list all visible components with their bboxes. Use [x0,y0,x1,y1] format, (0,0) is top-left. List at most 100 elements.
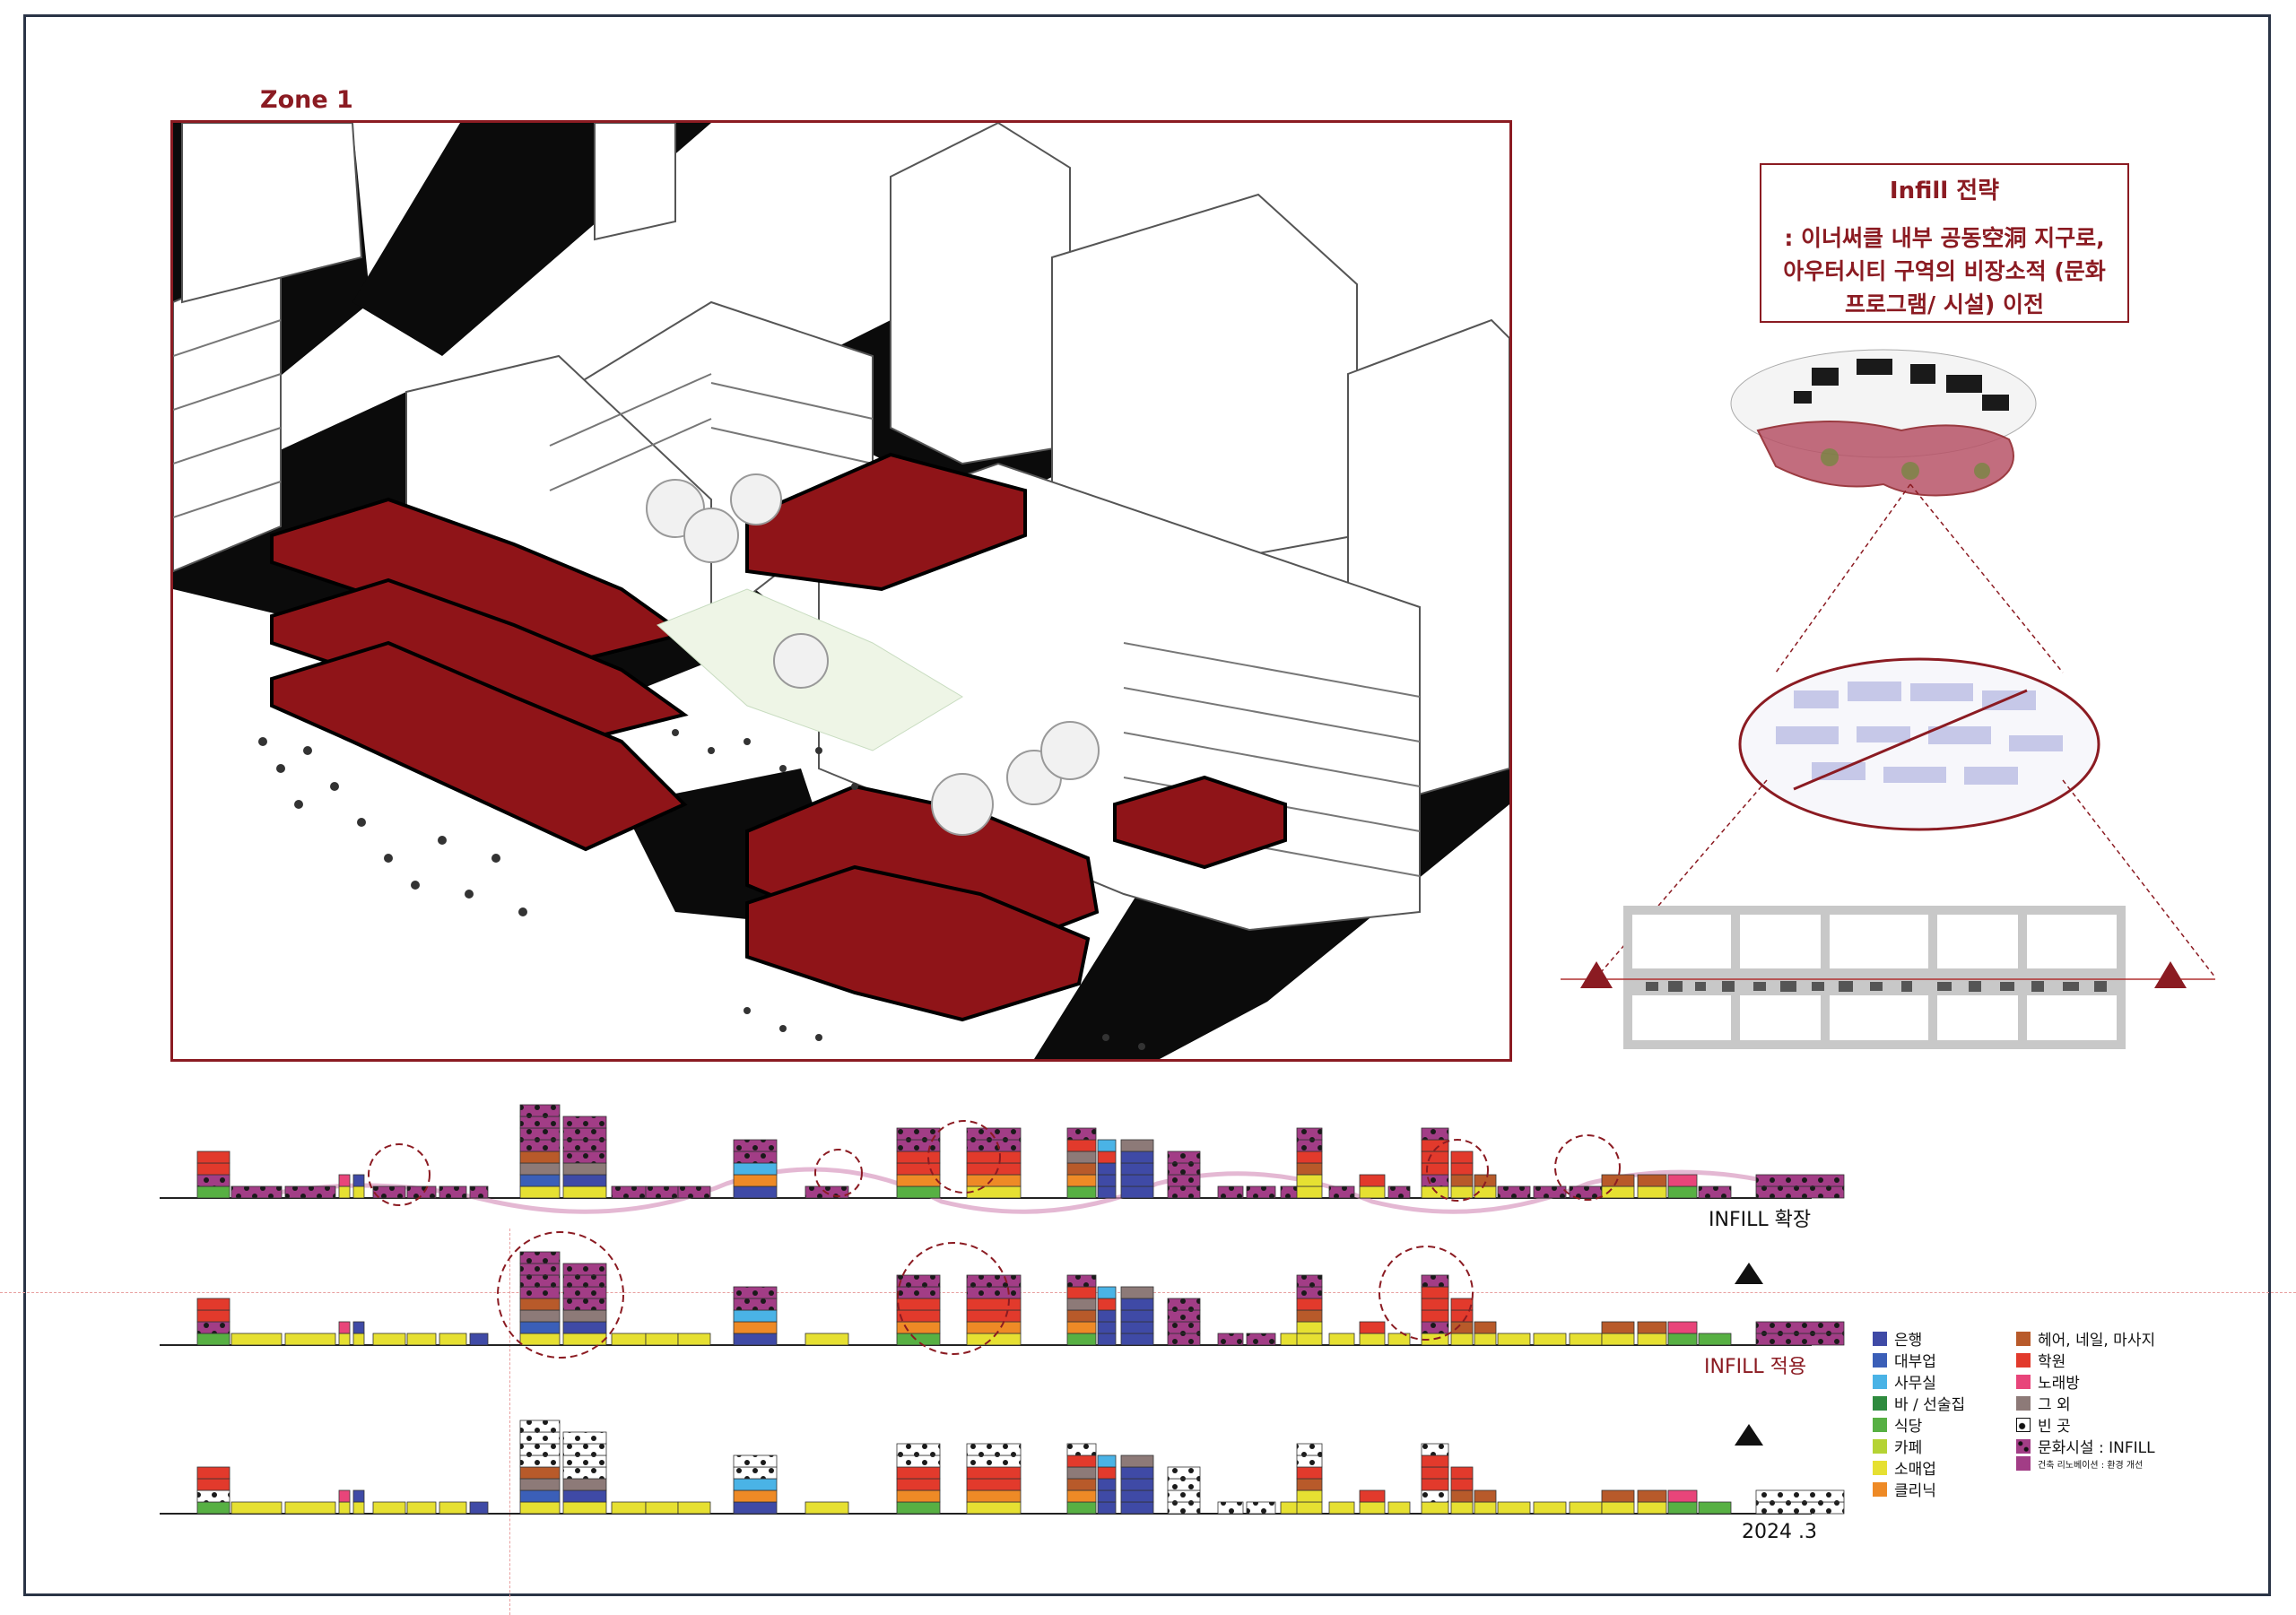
floor-segment [196,1321,230,1334]
legend-item: 노래방 [2016,1370,2080,1393]
floor-segment [562,1501,607,1515]
floor-segment [966,1162,1022,1176]
street-plan [1561,906,2215,1049]
floor-segment [562,1478,607,1491]
floor-segment [1421,1454,1449,1468]
floor-segment [562,1431,607,1445]
floor-segment [1387,1501,1411,1515]
floor-segment [1097,1162,1117,1176]
floor-segment [1066,1454,1097,1468]
floor-segment [1066,1274,1097,1288]
floor-segment [1167,1321,1201,1334]
floor-segment [1167,1174,1201,1187]
floor-segment [1533,1333,1567,1346]
floor-segment [804,1501,849,1515]
floor-segment [1296,1466,1323,1480]
floor-segment [896,1162,941,1176]
building-tower-a [890,123,1071,465]
floor-segment [562,1321,607,1334]
floor-segment [1120,1139,1154,1152]
floor-segment [372,1501,406,1515]
floor-segment [1246,1333,1276,1346]
floor-segment [1120,1309,1154,1323]
tree-icon [1040,721,1100,780]
floor-segment [1120,1501,1154,1515]
floor-segment [1296,1286,1323,1299]
legend-swatch [2016,1438,2031,1454]
floor-segment [562,1286,607,1299]
legend-label: 빈 곳 [2038,1418,2071,1436]
floor-segment [966,1321,1022,1334]
floor-segment [562,1127,607,1141]
legend-label: 클리닉 [1894,1482,1936,1500]
floor-segment [519,1263,561,1276]
floor-segment [733,1478,778,1491]
floor-segment [966,1489,1022,1503]
floor-segment [1097,1478,1117,1491]
legend-swatch [2016,1456,2031,1471]
floor-segment [1120,1478,1154,1491]
floor-segment [1167,1185,1201,1199]
floor-segment [519,1174,561,1187]
floor-segment [966,1466,1022,1480]
legend-swatch [2016,1395,2031,1411]
legend-item: 그 외 [2016,1392,2071,1414]
floor-segment [1421,1489,1449,1503]
floor-segment [1120,1150,1154,1164]
floor-segment [406,1333,437,1346]
floor-segment [1296,1321,1323,1334]
floor-segment [733,1333,778,1346]
floor-segment [896,1321,941,1334]
row-infill-expand [196,1104,1845,1199]
city-map [1730,349,2037,497]
legend-swatch [1873,1417,1887,1432]
legend-item: 문화시설 : INFILL [2016,1435,2155,1457]
floor-segment [1450,1162,1474,1176]
floor-segment [1533,1501,1567,1515]
legend-item: 소매업 [1873,1456,1936,1479]
floor-segment [1698,1501,1732,1515]
floor-segment [1359,1174,1386,1187]
legend-label: 식당 [1894,1418,1923,1436]
legend-swatch [2016,1331,2031,1346]
floor-segment [896,1139,941,1152]
arrow-up-icon [1735,1263,1763,1284]
infill-floor-left-mid [270,577,689,744]
legend-item: 빈 곳 [2016,1413,2071,1436]
floor-segment [1167,1150,1201,1164]
floor-segment [1474,1174,1497,1187]
infill-floor-left-top [270,497,689,664]
floor-segment [519,1478,561,1491]
floor-segment [519,1150,561,1164]
floor-segment [1698,1333,1732,1346]
legend-item: 클리닉 [1873,1478,1936,1500]
tree-icon [931,773,994,836]
floor-segment [519,1333,561,1346]
floor-segment [196,1174,230,1187]
floor-segment [196,1162,230,1176]
floor-segment [1421,1174,1449,1187]
floor-segment [519,1443,561,1456]
floor-segment [1359,1333,1386,1346]
floor-segment [1328,1333,1355,1346]
floor-segment [1066,1286,1097,1299]
floor-segment [196,1501,230,1515]
floor-segment [1755,1501,1845,1515]
floor-segment [562,1298,607,1311]
label-current: 2024 .3 [1742,1521,1817,1543]
floor-segment [439,1501,467,1515]
floor-segment [284,1185,336,1199]
floor-segment [1066,1333,1097,1346]
floor-segment [1120,1489,1154,1503]
legend-item: 카페 [1873,1435,1922,1457]
floor-segment [1497,1333,1531,1346]
floor-segment [1120,1321,1154,1334]
highlight-circle [368,1143,430,1206]
floor-segment [284,1501,336,1515]
floor-segment [896,1185,941,1199]
floor-segment [519,1454,561,1468]
floor-segment [1637,1321,1667,1334]
floor-segment [1450,1309,1474,1323]
floor-segment [338,1321,351,1334]
floor-segment [562,1162,607,1176]
